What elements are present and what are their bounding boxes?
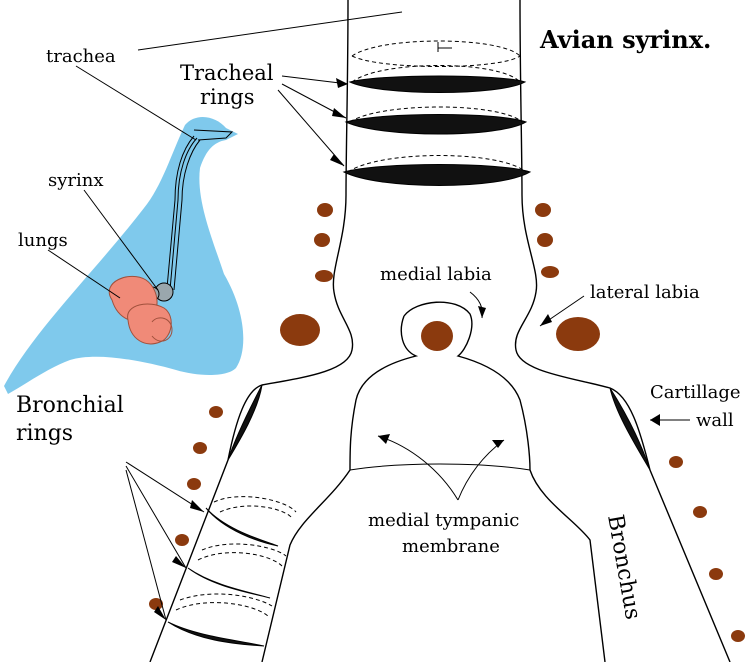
label-lungs: lungs <box>18 230 68 251</box>
label-bronchial-rings-line1: Bronchial <box>16 393 124 418</box>
tracheal-ring-small-mark <box>438 42 452 52</box>
bronchial-ring-1 <box>206 508 278 546</box>
bronchial-ring-dashed-3 <box>176 594 272 616</box>
tissue-spot <box>421 321 453 351</box>
label-cartilage-wall-line2: wall <box>696 410 734 431</box>
tissue-spot <box>709 568 723 580</box>
label-trachea: trachea <box>46 46 116 67</box>
medial-labia-outline <box>404 302 605 662</box>
tissue-spot <box>209 406 223 418</box>
bronchial-ring-dashed-1 <box>214 497 296 518</box>
tissue-spot <box>314 233 330 247</box>
top-pointer-line <box>138 12 402 50</box>
trachea-pointer <box>76 66 196 140</box>
label-medial-tympanic-line2: membrane <box>402 536 500 557</box>
cartilage-wall-left <box>228 385 262 460</box>
label-medial-labia: medial labia <box>380 264 492 285</box>
tissue-spot <box>280 314 320 346</box>
label-bronchial-rings-line2: rings <box>16 421 73 446</box>
tissue-spot <box>317 203 333 217</box>
tissue-spot <box>669 456 683 468</box>
tympanic-membrane-line <box>350 464 530 470</box>
label-tracheal-rings-line1: Tracheal <box>180 61 274 85</box>
bird-body <box>4 117 243 394</box>
bronchial-rings-arrow-3 <box>126 470 166 620</box>
tissue-spot <box>535 203 551 217</box>
cartilage-wall-right <box>610 388 650 470</box>
tracheal-ring-dashed-top <box>352 41 520 67</box>
medial-labia-arrow <box>470 292 482 318</box>
tracheal-rings <box>344 41 530 186</box>
tissue-spot <box>193 442 207 454</box>
tissue-spot <box>187 478 201 490</box>
bronchial-ring-2 <box>188 568 270 598</box>
label-cartilage-wall-line1: Cartillage <box>650 382 741 403</box>
label-bronchus: Bronchus <box>602 513 645 622</box>
tympanic-arrow-left <box>378 436 458 500</box>
tissue-spot <box>537 233 553 247</box>
tissue-spot <box>731 630 745 642</box>
medial-labia-outline-left <box>262 316 416 662</box>
label-medial-tympanic-line1: medial tympanic <box>368 510 519 531</box>
label-syrinx: syrinx <box>48 170 104 191</box>
tissue-spot <box>556 317 600 351</box>
tracheal-ring-2 <box>346 115 526 135</box>
diagram-title: Avian syrinx. <box>539 25 711 54</box>
bronchial-ring-3 <box>168 622 264 646</box>
bronchial-ring-dashed-2 <box>198 544 286 566</box>
tracheal-ring-1 <box>350 76 525 93</box>
tissue-spot <box>541 266 559 278</box>
bird-inset <box>4 117 243 394</box>
tissue-spot <box>175 534 189 546</box>
bronchial-rings <box>168 497 296 646</box>
tympanic-arrow-right <box>458 440 504 500</box>
cartilage-walls <box>228 385 650 470</box>
tissue-spot <box>693 506 707 518</box>
tracheal-ring-3 <box>344 165 530 186</box>
tissue-spot <box>315 270 333 282</box>
label-lateral-labia: lateral labia <box>590 282 700 303</box>
label-tracheal-rings-line2: rings <box>200 85 255 109</box>
